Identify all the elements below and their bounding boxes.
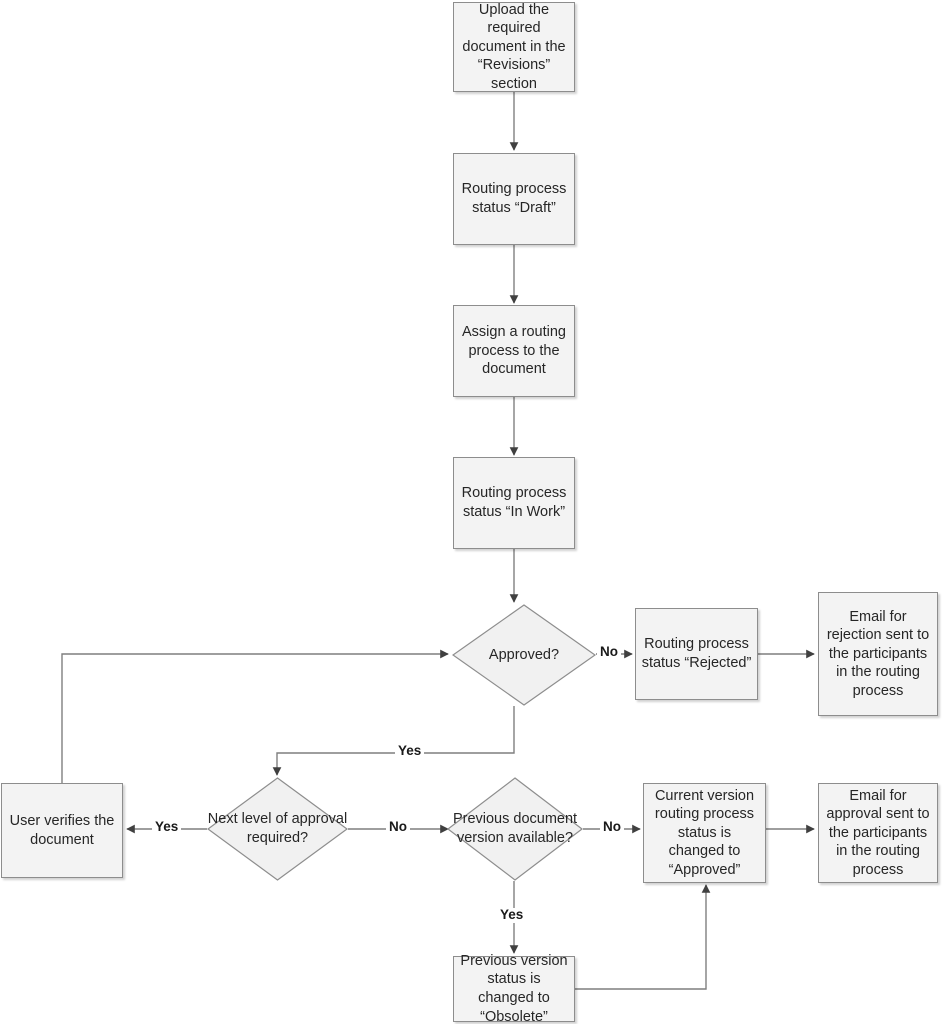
- node-label: Upload the required document in the “Rev…: [462, 1, 566, 92]
- node-previous-version-obsolete[interactable]: Previous version status is changed to “O…: [453, 953, 575, 1024]
- node-label: Routing process status “In Work”: [461, 485, 567, 520]
- node-user-verifies-document[interactable]: User verifies the document: [1, 783, 123, 878]
- node-label: Email for rejection sent to the particip…: [826, 608, 930, 699]
- node-decision-previous-version-available[interactable]: Previous document version available?: [447, 777, 583, 881]
- edge-label-approved-no: No: [597, 644, 621, 660]
- node-label: Current version routing process status i…: [654, 787, 755, 878]
- node-label: Email for approval sent to the participa…: [826, 787, 930, 878]
- node-label: Approved?: [488, 646, 560, 663]
- node-email-approval[interactable]: Email for approval sent to the participa…: [818, 783, 938, 883]
- node-status-rejected[interactable]: Routing process status “Rejected”: [635, 608, 758, 700]
- edge-obsolete-to-currentver: [575, 884, 711, 990]
- node-label: Next level of approval required?: [207, 811, 348, 846]
- node-label: Previous document version available?: [452, 811, 578, 846]
- edge-approved-to-nextlevel: [272, 706, 515, 776]
- node-label: User verifies the document: [9, 812, 115, 848]
- diamond-shape: [447, 777, 583, 881]
- edge-label-prevversion-no: No: [600, 819, 624, 835]
- node-decision-next-level-approval[interactable]: Next level of approval required?: [207, 777, 348, 881]
- node-label: Routing process status “Draft”: [461, 181, 567, 216]
- node-status-in-work[interactable]: Routing process status “In Work”: [453, 457, 575, 549]
- node-upload-document[interactable]: Upload the required document in the “Rev…: [453, 2, 575, 92]
- node-decision-approved[interactable]: Approved?: [452, 604, 596, 706]
- node-label: Assign a routing process to the document: [462, 324, 566, 378]
- node-email-rejection[interactable]: Email for rejection sent to the particip…: [818, 592, 938, 716]
- edge-label-nextlevel-no: No: [386, 819, 410, 835]
- edge-label-prevversion-yes: Yes: [497, 907, 527, 923]
- node-label: Previous version status is changed to “O…: [460, 952, 568, 1024]
- diamond-shape: [452, 604, 596, 706]
- node-current-version-approved[interactable]: Current version routing process status i…: [643, 783, 766, 883]
- edge-userverifies-to-approved: [61, 649, 449, 783]
- node-assign-routing-process[interactable]: Assign a routing process to the document: [453, 305, 575, 397]
- node-status-draft[interactable]: Routing process status “Draft”: [453, 153, 575, 245]
- diamond-shape: [207, 777, 348, 881]
- edge-label-approved-yes: Yes: [395, 743, 425, 759]
- edge-label-nextlevel-yes: Yes: [152, 819, 182, 835]
- node-label: Routing process status “Rejected”: [641, 636, 752, 671]
